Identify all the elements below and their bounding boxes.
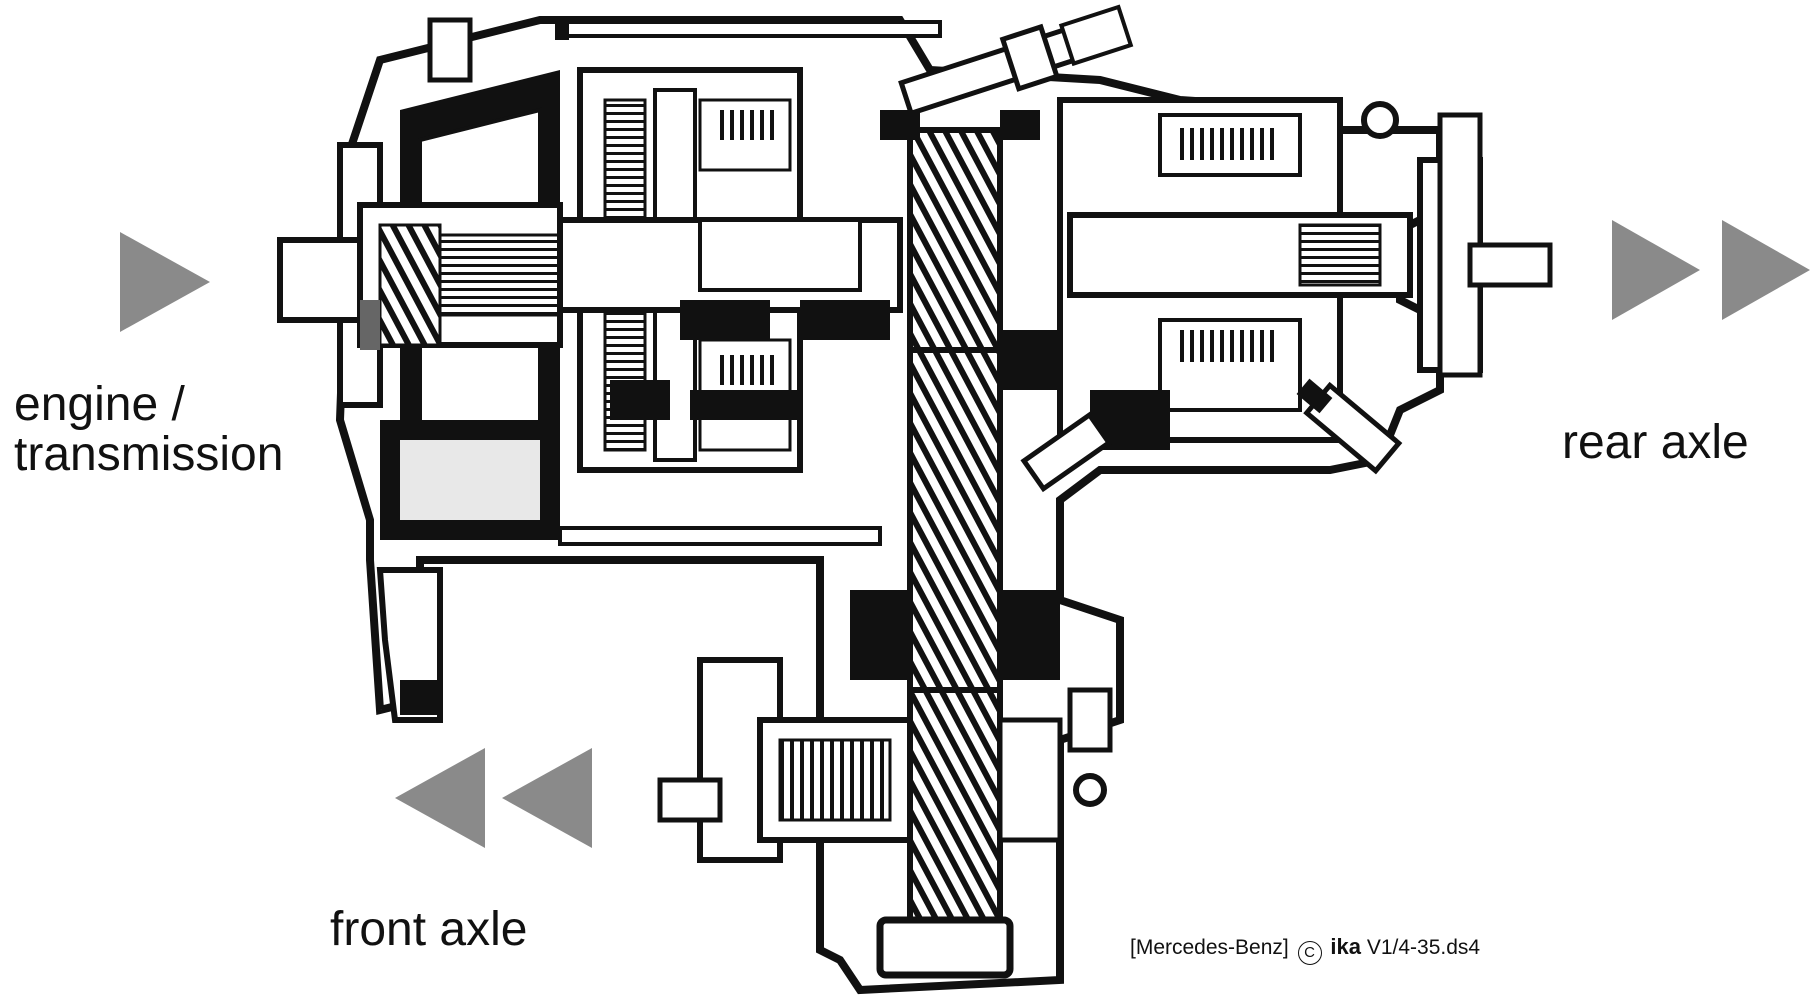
label-front-axle: front axle xyxy=(330,903,528,956)
right-arrow-icon xyxy=(120,232,210,332)
arrow-front xyxy=(395,748,592,848)
right-arrow-icon xyxy=(1722,220,1810,320)
copyright-icon: C xyxy=(1297,941,1322,965)
main-shaft xyxy=(557,217,903,340)
label-engine-transmission: engine / transmission xyxy=(14,378,284,482)
label-engine-line1: engine / xyxy=(14,378,185,431)
credit-source: [Mercedes-Benz] xyxy=(1130,936,1289,959)
image-credit: [Mercedes-Benz] C ika V1/4-35.ds4 xyxy=(1130,934,1480,965)
credit-org: ika xyxy=(1330,934,1362,959)
left-arrow-icon xyxy=(395,748,485,848)
arrow-input xyxy=(120,232,210,332)
sensor-top xyxy=(898,4,1134,117)
label-rear-axle: rear axle xyxy=(1562,416,1749,469)
rear-output xyxy=(1057,97,1553,450)
label-engine-line2: transmission xyxy=(14,428,284,482)
left-arrow-icon xyxy=(502,748,592,848)
arrow-rear xyxy=(1612,220,1810,320)
input-flange xyxy=(277,142,563,408)
front-output xyxy=(657,657,1113,979)
sensor-middle xyxy=(1020,411,1113,493)
credit-code: V1/4-35.ds4 xyxy=(1366,936,1481,959)
sensor-right xyxy=(1296,378,1403,475)
housing-bolts xyxy=(427,17,942,546)
right-arrow-icon xyxy=(1612,220,1700,320)
